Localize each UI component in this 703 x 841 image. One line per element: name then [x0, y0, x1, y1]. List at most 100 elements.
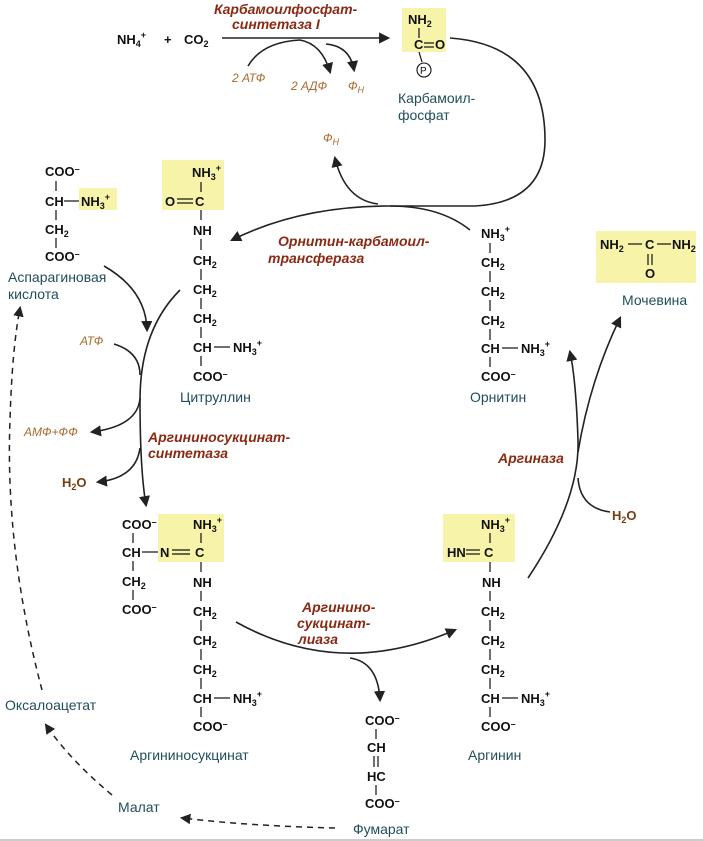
- svg-text:NH2: NH2: [408, 12, 432, 29]
- fumarate-structure: COO– CH HC COO–: [365, 713, 400, 811]
- cofactor-pi-top: Ф: [348, 79, 358, 93]
- argininosuccinate-structure: COO– NH3+ CH N C CH2 NH COO– CH2 CH2 CH2…: [122, 514, 262, 734]
- fumarate-release-arrow: [349, 657, 386, 703]
- atp-curl-arrow: [247, 39, 333, 75]
- urea-highlight: [596, 231, 696, 283]
- ornithine-structure: NH3+ CH2 CH2 CH2 CH NH3+ COO–: [481, 224, 550, 384]
- svg-text:CH2: CH2: [122, 574, 146, 591]
- svg-text:COO–: COO–: [45, 249, 80, 264]
- enzyme-ass-line1: Аргининосукцинат-: [147, 429, 290, 445]
- svg-text:CH2: CH2: [481, 662, 505, 679]
- water-left-h: H: [62, 475, 71, 490]
- svg-text:CH: CH: [122, 545, 141, 560]
- enzyme-ass-line2: синтетаза: [148, 445, 228, 461]
- enzyme-cps1-line1: Карбамоилфосфат-: [214, 1, 358, 17]
- svg-text:COO–: COO–: [193, 369, 228, 384]
- svg-text:P: P: [420, 66, 427, 77]
- enzyme-asl-line1: Аргинино-: [301, 599, 376, 615]
- svg-text:C: C: [195, 194, 205, 209]
- enzyme-otc-line1: Орнитин-карбамоил-: [278, 233, 430, 249]
- svg-text:HN: HN: [447, 545, 466, 560]
- carbamoyl-phosphate-structure: NH2 C O P: [402, 8, 446, 78]
- svg-text:HC: HC: [367, 769, 386, 784]
- svg-text:NH3+: NH3+: [81, 192, 110, 211]
- svg-text:ФН: ФН: [323, 131, 340, 147]
- svg-text:NH: NH: [193, 575, 212, 590]
- svg-text:CO2: CO2: [184, 32, 209, 49]
- svg-text:CH2: CH2: [193, 662, 217, 679]
- svg-text:NH3+: NH3+: [521, 339, 550, 358]
- cofactor-2atp: 2 АТФ: [231, 71, 266, 85]
- svg-text:H2O: H2O: [612, 508, 637, 525]
- svg-text:O: O: [165, 194, 175, 209]
- svg-text:CH2: CH2: [481, 313, 505, 330]
- svg-text:CH2: CH2: [193, 311, 217, 328]
- plus-sign: +: [164, 32, 172, 47]
- label-carbamoyl-line1: Карбамоил-: [398, 90, 476, 106]
- svg-text:CH: CH: [193, 691, 212, 706]
- svg-text:CH2: CH2: [481, 604, 505, 621]
- svg-text:O: O: [435, 37, 445, 52]
- svg-text:NH3+: NH3+: [193, 515, 222, 534]
- svg-text:COO–: COO–: [193, 719, 228, 734]
- label-fumarate: Фумарат: [353, 821, 410, 837]
- pi-release-arrow: [331, 155, 379, 205]
- svg-text:NH3+: NH3+: [233, 689, 262, 708]
- svg-text:CH2: CH2: [193, 282, 217, 299]
- svg-text:C: C: [645, 237, 655, 252]
- arginine-to-ornithine-arrow: [527, 349, 579, 579]
- label-aspartate-line2: кислота: [8, 286, 59, 302]
- carbamoyl-highlight: [402, 8, 446, 52]
- cofactor-amp-ppi: АМФ+ФФ: [23, 425, 78, 439]
- fumarate-to-malate-arrow: [179, 813, 336, 829]
- argininosuccinate-highlight: [158, 514, 224, 562]
- svg-text:CH: CH: [481, 691, 500, 706]
- enzyme-asl-line3: лиаза: [297, 631, 338, 647]
- enzyme-asl-line2: сукцинат-: [297, 615, 371, 631]
- svg-text:NH: NH: [193, 223, 212, 238]
- citrulline-highlight: [162, 160, 224, 210]
- aspartate-nh3-highlight: [79, 188, 117, 210]
- svg-text:ФН: ФН: [348, 79, 365, 95]
- svg-text:CH2: CH2: [193, 633, 217, 650]
- svg-text:O: O: [645, 266, 655, 281]
- svg-text:CH: CH: [481, 341, 500, 356]
- svg-text:NH2: NH2: [672, 237, 696, 254]
- carbamoyl-to-citrulline-arrow: [229, 37, 546, 242]
- label-citrulline: Цитруллин: [180, 389, 251, 405]
- label-carbamoyl-line2: фосфат: [398, 107, 450, 123]
- svg-text:NH3+: NH3+: [233, 338, 262, 357]
- svg-text:CH2: CH2: [193, 253, 217, 270]
- ornithine-to-otc-line: [389, 205, 471, 231]
- aspartate-to-ass-arrow: [103, 265, 153, 333]
- label-aspartate-line1: Аспарагиновая: [8, 269, 106, 285]
- asl-arrow: [235, 621, 458, 654]
- label-malate: Малат: [118, 799, 160, 815]
- pi-curl-arrow: [325, 43, 359, 73]
- label-arginine: Аргинин: [468, 747, 521, 763]
- urea-structure: NH2 C NH2 O: [596, 231, 696, 283]
- phosphate-circle: [416, 62, 432, 78]
- water-out-arrow: [95, 447, 141, 487]
- svg-text:NH3+: NH3+: [481, 224, 510, 243]
- svg-text:COO–: COO–: [481, 719, 516, 734]
- svg-text:NH2: NH2: [600, 237, 624, 254]
- svg-text:COO–: COO–: [365, 796, 400, 811]
- svg-text:H2O: H2O: [62, 475, 87, 492]
- svg-text:COO–: COO–: [122, 517, 157, 532]
- co2-label: CO: [184, 32, 204, 47]
- svg-text:NH3+: NH3+: [521, 689, 550, 708]
- svg-text:CH: CH: [193, 340, 212, 355]
- oxaloacetate-to-aspartate-arrow: [8, 305, 43, 691]
- arginase-to-urea-arrow: [577, 315, 622, 453]
- water-right-h: H: [612, 508, 621, 523]
- water-in-arrow: [577, 477, 611, 513]
- svg-text:CH: CH: [367, 740, 386, 755]
- svg-text:NH4+: NH4+: [117, 30, 146, 49]
- malate-to-oxaloacetate-arrow: [44, 723, 113, 796]
- svg-text:COO–: COO–: [45, 164, 80, 179]
- aspartate-structure: COO– CH NH3+ CH2 COO–: [45, 164, 117, 264]
- amp-out-arrow: [89, 397, 141, 437]
- svg-text:NH3+: NH3+: [481, 515, 510, 534]
